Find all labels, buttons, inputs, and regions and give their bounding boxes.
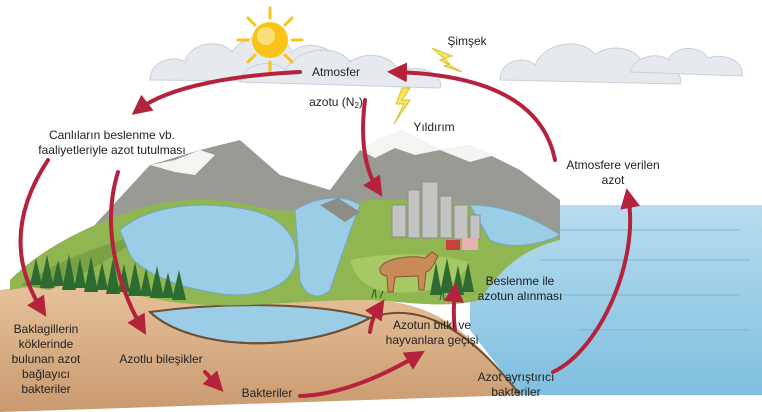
atmosphere-line1: Atmosfer [311,65,360,79]
cycle-arrows [18,62,641,398]
farm-buildings [446,238,478,250]
rock [320,198,360,222]
atmosphere-label: Atmosfer azotu (N2) [296,50,376,113]
sun-icon [236,6,304,74]
legume-bacteria-label: Baklagillerin köklerinde bulunan azot ba… [11,322,81,396]
release-label: Atmosfere verilen azot [566,158,660,187]
bacteria-label: Bakteriler [241,386,293,400]
decomposer-bacteria-label: Azot ayrıştırıcı bakteriler [477,370,555,399]
atmosphere-subscript: 2 [354,101,359,110]
factory-icon [391,181,481,240]
fixation-label: Canlıların beslenme vb. faaliyetleriyle … [38,128,186,157]
sea [470,205,762,395]
lakes-rivers [119,197,561,297]
cow-icon [379,251,439,293]
forest-icon [30,254,186,300]
nitrogen-compounds-label: Azotlu bileşikler [119,352,203,366]
uptake-by-feeding-label: Beslenme ile azotun alınması [477,274,563,303]
plant-animal-transfer-label: Azotun bitki ve hayvanlara geçişi [385,318,479,347]
lightning-bolt-icon [431,47,463,73]
atmosphere-line2-suffix: ) [358,95,363,109]
thunderbolt-icon [393,87,411,125]
atmosphere-line2-prefix: azotu (N [309,95,355,109]
thunderbolt-label: Yıldırım [413,120,455,134]
lightning-label: Şimşek [447,34,487,48]
